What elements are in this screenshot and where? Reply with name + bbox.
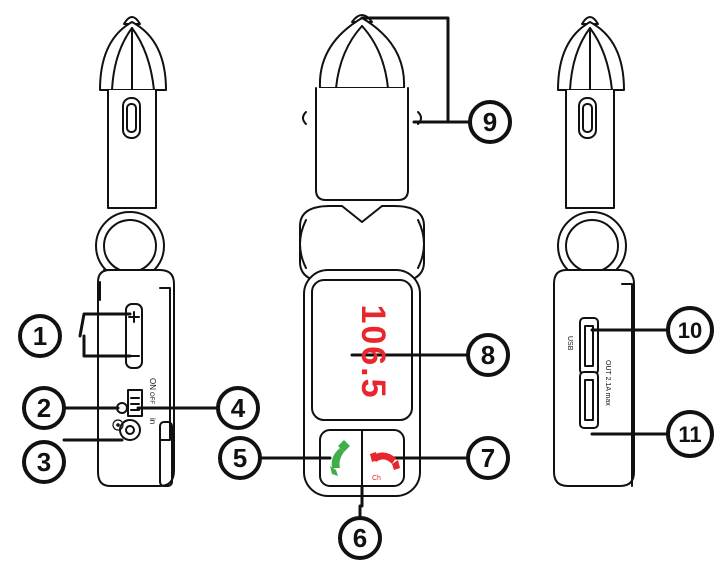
right-side-view xyxy=(553,16,635,487)
callout-badges: 1 2 3 4 5 6 7 8 xyxy=(18,100,714,560)
phone-answer-icon[interactable] xyxy=(330,440,350,476)
svg-text:1: 1 xyxy=(33,321,47,351)
center-front-view xyxy=(299,14,425,497)
usb-output-label: OUT 2.1A max xyxy=(604,360,611,406)
frequency-display: 106.5 xyxy=(354,304,392,399)
usb-label: USB xyxy=(566,336,573,351)
svg-text:3: 3 xyxy=(37,447,51,477)
callout-4: 4 xyxy=(216,386,260,430)
ch-label: Ch xyxy=(372,475,381,482)
left-side-view xyxy=(95,16,175,487)
callout-6: 6 xyxy=(338,516,382,560)
svg-text:2: 2 xyxy=(37,393,51,423)
callout-9: 9 xyxy=(468,100,512,144)
svg-text:7: 7 xyxy=(481,443,495,473)
callout-5: 5 xyxy=(218,436,262,480)
audio-jack-icon xyxy=(112,419,124,431)
svg-text:10: 10 xyxy=(678,318,702,343)
callout-2: 2 xyxy=(22,386,66,430)
callout-leaders xyxy=(62,16,672,522)
svg-text:8: 8 xyxy=(481,340,495,370)
callout-1: 1 xyxy=(18,314,62,358)
switch-off-label: OFF xyxy=(148,392,154,404)
aux-in-label: in xyxy=(148,418,157,424)
callout-8: 8 xyxy=(466,333,510,377)
callout-7: 7 xyxy=(466,436,510,480)
svg-text:9: 9 xyxy=(483,107,497,137)
callout-3: 3 xyxy=(22,440,66,484)
switch-on-label: ON xyxy=(148,378,157,390)
svg-text:11: 11 xyxy=(678,422,701,447)
svg-text:6: 6 xyxy=(353,523,367,553)
svg-text:5: 5 xyxy=(233,443,247,473)
callout-10: 10 xyxy=(666,306,714,354)
svg-text:4: 4 xyxy=(231,393,246,423)
callout-11: 11 xyxy=(666,410,714,458)
phone-hangup-icon[interactable] xyxy=(370,452,400,470)
